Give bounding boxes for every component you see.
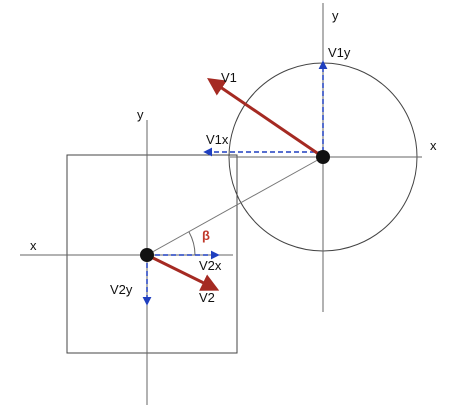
connecting-line: [146, 156, 324, 256]
circle-x-label: x: [430, 138, 437, 153]
v1y-label: V1y: [328, 45, 351, 60]
circle-body-center-dot: [316, 150, 330, 164]
v2y-label: V2y: [110, 282, 133, 297]
circle-y-label: y: [332, 8, 339, 23]
v2x-label: V2x: [199, 258, 222, 273]
square-body-center-dot: [140, 248, 154, 262]
v1-arrow: [207, 77, 324, 159]
v1-label: V1: [221, 70, 237, 85]
square-x-label: x: [30, 238, 37, 253]
beta-label: β: [202, 228, 210, 243]
square-body: [66, 154, 238, 354]
beta-angle-arc: [188, 231, 196, 256]
v2-label: V2: [199, 290, 215, 305]
v2-arrow: [146, 253, 220, 291]
square-y-label: y: [137, 107, 144, 122]
v1x-label: V1x: [206, 132, 229, 147]
